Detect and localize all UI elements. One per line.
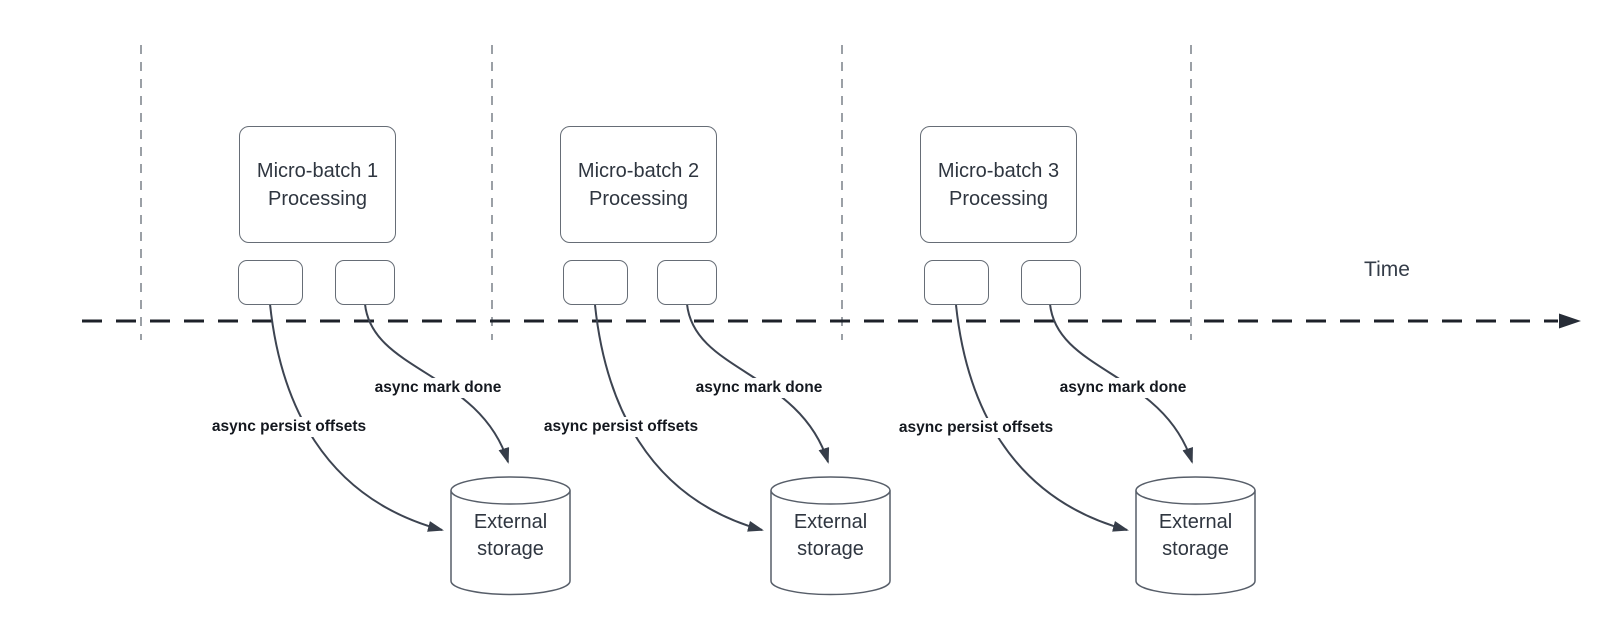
microbatch-3-done-task-box xyxy=(1021,260,1081,305)
mark-done-label-2: async mark done xyxy=(692,378,826,398)
persist-offsets-label-3: async persist offsets xyxy=(895,418,1057,438)
persist-offsets-label-1: async persist offsets xyxy=(208,417,370,437)
storage-cylinder-2 xyxy=(770,476,891,596)
mark-done-arrow-2 xyxy=(686,303,830,464)
microbatch-2-done-task-box xyxy=(657,260,717,305)
mark-done-label-1: async mark done xyxy=(371,378,505,398)
persist-offsets-label-2: async persist offsets xyxy=(540,417,702,437)
microbatch-2-offset-task-box xyxy=(563,260,628,305)
external-storage-label-1: External storage xyxy=(473,511,548,560)
microbatch-1-processing-box: Micro-batch 1 Processing xyxy=(239,126,396,243)
persist-offsets-arrow-3 xyxy=(955,304,1129,532)
mark-done-label-3: async mark done xyxy=(1056,378,1190,398)
microbatch-1-done-task-box xyxy=(335,260,395,305)
mark-done-arrow-3 xyxy=(1049,303,1193,464)
storage-cylinder-1 xyxy=(450,476,571,596)
mark-done-arrow-1 xyxy=(364,303,510,464)
microbatch-3-offset-task-box xyxy=(924,260,989,305)
external-storage-label-2: External storage xyxy=(793,511,868,560)
microbatch-1-offset-task-box xyxy=(238,260,303,305)
external-storage-label-3: External storage xyxy=(1158,511,1233,560)
microbatch-2-processing-box: Micro-batch 2 Processing xyxy=(560,126,717,243)
time-axis-arrowhead-icon xyxy=(1559,313,1581,329)
persist-offsets-arrow-1 xyxy=(269,303,444,532)
storage-cylinder-3 xyxy=(1135,476,1256,596)
persist-offsets-arrow-2 xyxy=(594,304,764,532)
microbatch-3-processing-box: Micro-batch 3 Processing xyxy=(920,126,1077,243)
time-axis-label: Time xyxy=(1364,258,1410,281)
